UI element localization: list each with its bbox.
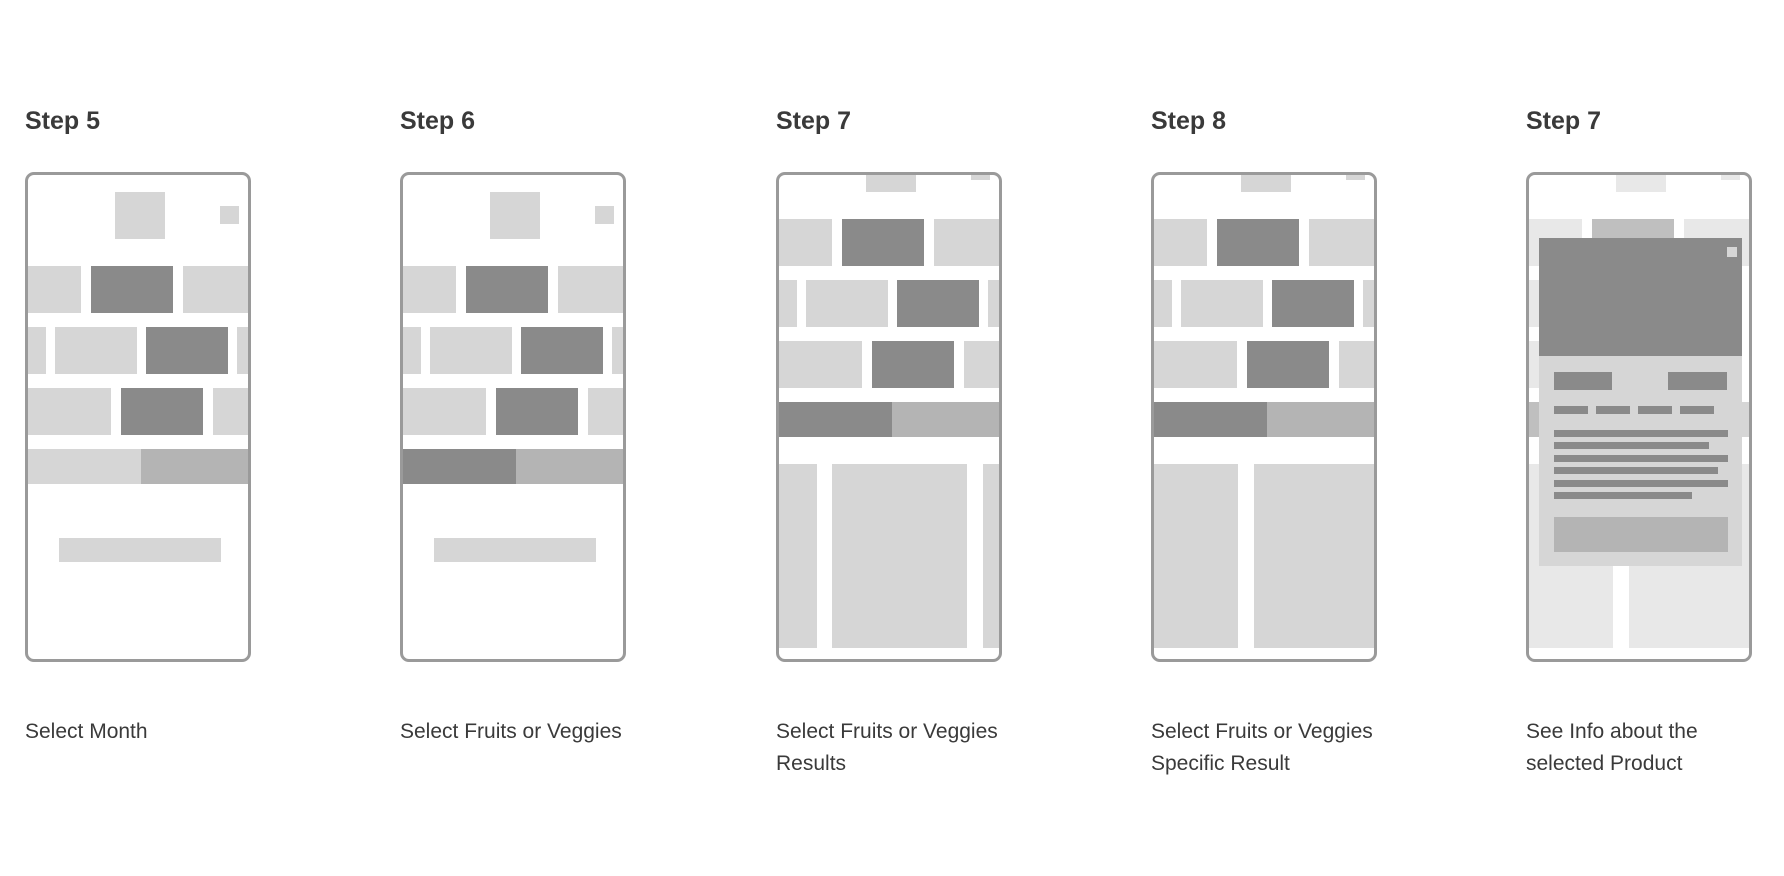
description-line <box>1554 480 1728 487</box>
result-card[interactable] <box>983 464 999 648</box>
month-tile[interactable] <box>1154 341 1237 388</box>
month-tile-selected[interactable] <box>466 266 548 313</box>
product-tag <box>1680 406 1714 414</box>
description-line <box>1554 442 1709 449</box>
phone-wireframe <box>400 172 626 662</box>
month-tile[interactable] <box>1181 280 1263 327</box>
month-tile[interactable] <box>806 280 888 327</box>
step-caption: See Info about the selected Product <box>1526 720 1698 775</box>
result-card[interactable] <box>832 464 967 648</box>
product-info-modal <box>1539 238 1742 566</box>
description-line <box>1554 455 1728 462</box>
month-tile[interactable] <box>779 280 797 327</box>
month-tile[interactable] <box>1309 219 1374 266</box>
product-image-placeholder <box>1539 238 1742 356</box>
month-tile-selected[interactable] <box>146 327 228 374</box>
product-tag <box>1554 406 1588 414</box>
product-price-placeholder <box>1668 372 1727 390</box>
month-tile[interactable] <box>28 327 46 374</box>
month-tile[interactable] <box>988 280 999 327</box>
month-tile[interactable] <box>588 388 623 435</box>
phone-wireframe <box>1526 172 1752 662</box>
step-title: Step 6 <box>400 107 476 135</box>
toggle-option[interactable] <box>516 449 623 484</box>
month-tile-selected[interactable] <box>897 280 979 327</box>
step-caption: Select Fruits or Veggies Results <box>776 720 998 775</box>
step-title: Step 7 <box>776 107 852 135</box>
menu-icon[interactable] <box>595 206 614 224</box>
month-tile[interactable] <box>779 219 832 266</box>
month-tile-selected[interactable] <box>872 341 954 388</box>
month-tile-selected[interactable] <box>121 388 203 435</box>
month-tile[interactable] <box>213 388 248 435</box>
step-title: Step 5 <box>25 107 101 135</box>
toggle-option[interactable] <box>141 449 248 484</box>
toggle-option[interactable] <box>892 402 999 437</box>
header-logo-placeholder <box>866 175 916 192</box>
month-tile[interactable] <box>403 388 486 435</box>
month-tile[interactable] <box>779 341 862 388</box>
result-card[interactable] <box>1154 464 1238 648</box>
step-title: Step 8 <box>1151 107 1227 135</box>
action-button[interactable] <box>59 538 221 562</box>
description-line <box>1554 430 1728 437</box>
month-tile-selected[interactable] <box>91 266 173 313</box>
month-tile[interactable] <box>1339 341 1374 388</box>
month-tile[interactable] <box>183 266 248 313</box>
modal-action-button[interactable] <box>1554 517 1728 552</box>
month-tile[interactable] <box>403 327 421 374</box>
description-line <box>1554 467 1718 474</box>
month-tile-selected[interactable] <box>1272 280 1354 327</box>
month-tile-selected[interactable] <box>1247 341 1329 388</box>
menu-icon[interactable] <box>1721 175 1740 180</box>
step-caption: Select Month <box>25 720 148 743</box>
step-caption: Select Fruits or Veggies Specific Result <box>1151 720 1373 775</box>
header-logo-placeholder <box>1241 175 1291 192</box>
menu-icon[interactable] <box>220 206 239 224</box>
product-tag <box>1596 406 1630 414</box>
month-tile[interactable] <box>28 266 81 313</box>
description-line <box>1554 492 1692 499</box>
month-tile-selected[interactable] <box>521 327 603 374</box>
month-tile[interactable] <box>964 341 999 388</box>
month-tile[interactable] <box>1154 280 1172 327</box>
phone-wireframe <box>25 172 251 662</box>
menu-icon[interactable] <box>1346 175 1365 180</box>
header-logo-placeholder <box>490 192 540 239</box>
toggle-option[interactable] <box>1267 402 1374 437</box>
toggle-option-selected[interactable] <box>403 449 516 484</box>
month-tile[interactable] <box>1363 280 1374 327</box>
phone-wireframe <box>776 172 1002 662</box>
month-tile[interactable] <box>558 266 623 313</box>
product-tag <box>1638 406 1672 414</box>
month-tile-selected[interactable] <box>842 219 924 266</box>
action-button[interactable] <box>434 538 596 562</box>
month-tile[interactable] <box>28 388 111 435</box>
month-tile[interactable] <box>934 219 999 266</box>
header-logo-placeholder <box>115 192 165 239</box>
product-name-placeholder <box>1554 372 1612 390</box>
month-tile[interactable] <box>403 266 456 313</box>
month-tile[interactable] <box>612 327 623 374</box>
phone-wireframe <box>1151 172 1377 662</box>
month-tile-selected[interactable] <box>496 388 578 435</box>
result-card[interactable] <box>1254 464 1374 648</box>
toggle-option[interactable] <box>28 449 141 484</box>
step-title: Step 7 <box>1526 107 1602 135</box>
toggle-option-selected[interactable] <box>779 402 892 437</box>
month-tile[interactable] <box>1154 219 1207 266</box>
month-tile[interactable] <box>55 327 137 374</box>
month-tile[interactable] <box>237 327 248 374</box>
month-tile[interactable] <box>430 327 512 374</box>
result-card[interactable] <box>779 464 817 648</box>
toggle-option-selected[interactable] <box>1154 402 1267 437</box>
header-logo-placeholder <box>1616 175 1666 192</box>
menu-icon[interactable] <box>971 175 990 180</box>
month-tile-selected[interactable] <box>1217 219 1299 266</box>
close-icon[interactable] <box>1727 247 1737 257</box>
step-caption: Select Fruits or Veggies <box>400 720 622 743</box>
